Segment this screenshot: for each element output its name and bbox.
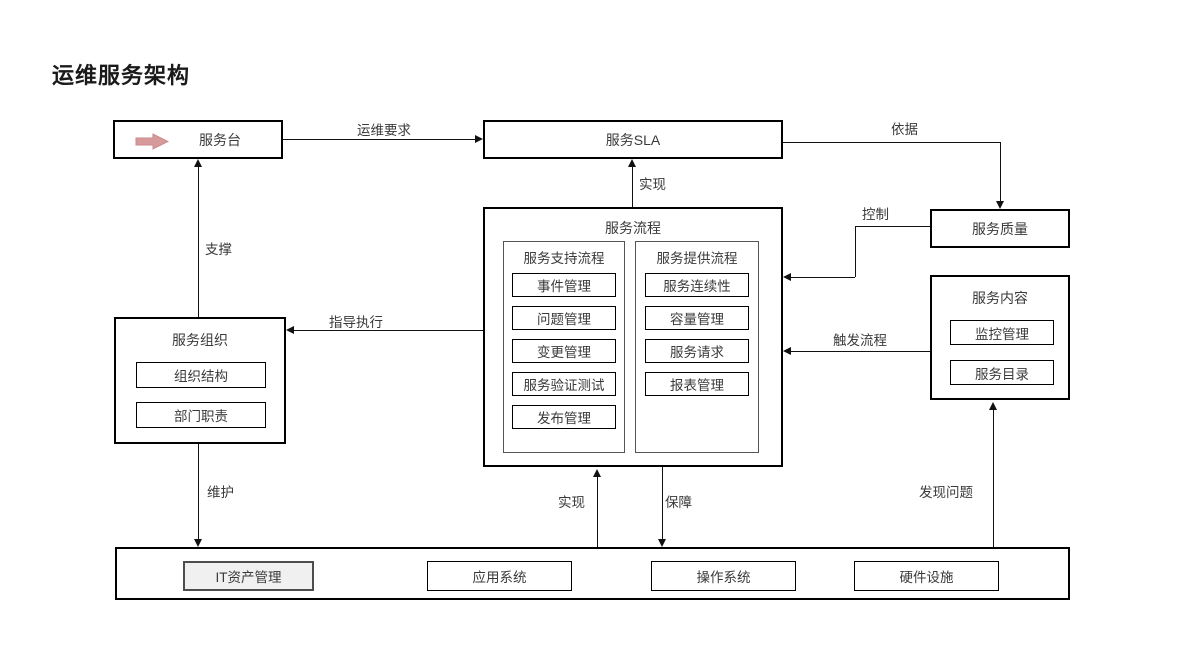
edge-label-desk-to-sla: 运维要求 [357, 123, 411, 138]
service-support-item-0[interactable]: 事件管理 [512, 273, 616, 297]
edge-sla-to-quality-vline [1000, 142, 1001, 201]
node-service-sla[interactable]: 服务SLA [483, 120, 783, 159]
page-title: 运维服务架构 [52, 63, 191, 88]
node-service-content[interactable]: 服务内容 监控管理 服务目录 [930, 275, 1070, 400]
edge-sla-to-quality-hline [783, 142, 1000, 143]
edge-process-to-infra-line [662, 467, 663, 539]
edge-process-to-sla-line [632, 167, 633, 207]
service-delivery-process-group: 服务提供流程 服务连续性 容量管理 服务请求 报表管理 [635, 241, 759, 453]
service-process-title: 服务流程 [605, 220, 661, 236]
edge-infra-to-content-arrowhead [988, 402, 997, 410]
service-support-item-3-label: 服务验证测试 [523, 378, 605, 393]
edge-process-to-sla-arrowhead [627, 159, 636, 167]
service-delivery-item-2-label: 服务请求 [670, 345, 724, 360]
edge-desk-to-sla-line [283, 139, 475, 140]
service-desk-label: 服务台 [199, 131, 241, 148]
service-content-item-1[interactable]: 服务目录 [950, 360, 1054, 385]
service-support-item-0-label: 事件管理 [537, 279, 591, 294]
service-support-item-2[interactable]: 变更管理 [512, 339, 616, 363]
service-content-item-0[interactable]: 监控管理 [950, 320, 1054, 345]
service-support-item-1-label: 问题管理 [537, 312, 591, 327]
edge-quality-to-process-vline [855, 226, 856, 277]
edge-label-org-to-infra: 维护 [207, 485, 234, 500]
node-service-process[interactable]: 服务流程 服务支持流程 事件管理 问题管理 变更管理 服务验证测试 发布管理 服… [483, 207, 783, 467]
service-content-title: 服务内容 [972, 290, 1028, 306]
service-organization-item-0[interactable]: 组织结构 [136, 362, 266, 388]
edge-sla-to-quality-arrowhead [995, 201, 1004, 209]
service-content-item-1-label: 服务目录 [975, 366, 1029, 382]
edge-process-to-org-line [294, 330, 483, 331]
edge-desk-to-sla-arrowhead [475, 134, 483, 143]
edge-infra-to-process-line [597, 477, 598, 547]
infrastructure-item-3[interactable]: 硬件设施 [854, 561, 999, 591]
service-support-item-4[interactable]: 发布管理 [512, 405, 616, 429]
service-support-process-title: 服务支持流程 [523, 251, 605, 266]
service-delivery-item-3[interactable]: 报表管理 [645, 372, 749, 396]
edge-quality-to-process-hline-1 [855, 226, 930, 227]
service-organization-item-1[interactable]: 部门职责 [136, 402, 266, 428]
service-delivery-item-2[interactable]: 服务请求 [645, 339, 749, 363]
edge-label-infra-to-content: 发现问题 [919, 485, 973, 500]
infrastructure-item-3-label: 硬件设施 [899, 570, 954, 585]
edge-process-to-org-arrowhead [286, 325, 294, 334]
service-delivery-item-0-label: 服务连续性 [663, 279, 731, 294]
edge-label-process-to-infra: 保障 [665, 495, 692, 510]
service-support-item-3[interactable]: 服务验证测试 [512, 372, 616, 396]
infrastructure-item-2[interactable]: 操作系统 [651, 561, 796, 591]
service-quality-label: 服务质量 [972, 220, 1028, 237]
edge-label-org-support-desk: 支撑 [205, 242, 232, 257]
service-support-item-1[interactable]: 问题管理 [512, 306, 616, 330]
edge-infra-to-process-arrowhead [592, 469, 601, 477]
edge-quality-to-process-arrowhead [783, 272, 791, 281]
infrastructure-item-0-label: IT资产管理 [215, 570, 282, 585]
edge-org-to-infra-line [198, 444, 199, 539]
edge-label-content-to-process: 触发流程 [833, 333, 887, 348]
service-support-item-4-label: 发布管理 [537, 411, 591, 426]
edge-content-to-process-line [791, 351, 930, 352]
infrastructure-item-0[interactable]: IT资产管理 [183, 561, 314, 591]
node-service-organization[interactable]: 服务组织 组织结构 部门职责 [114, 317, 286, 444]
service-delivery-item-0[interactable]: 服务连续性 [645, 273, 749, 297]
edge-label-quality-to-process: 控制 [862, 207, 889, 222]
node-infrastructure-bar: IT资产管理 应用系统 操作系统 硬件设施 [115, 547, 1070, 600]
service-organization-item-1-label: 部门职责 [174, 409, 228, 424]
edge-org-to-infra-arrowhead [193, 539, 202, 547]
edge-label-infra-to-process: 实现 [558, 495, 585, 510]
service-support-process-group: 服务支持流程 事件管理 问题管理 变更管理 服务验证测试 发布管理 [503, 241, 625, 453]
infrastructure-item-1-label: 应用系统 [472, 570, 527, 585]
service-delivery-item-1[interactable]: 容量管理 [645, 306, 749, 330]
edge-org-support-desk-arrowhead [193, 159, 202, 167]
service-organization-item-0-label: 组织结构 [174, 369, 228, 384]
service-support-item-2-label: 变更管理 [537, 345, 591, 360]
service-sla-label: 服务SLA [605, 131, 661, 148]
infrastructure-item-1[interactable]: 应用系统 [427, 561, 572, 591]
edge-content-to-process-arrowhead [783, 346, 791, 355]
service-organization-title: 服务组织 [172, 332, 228, 348]
node-service-quality[interactable]: 服务质量 [930, 209, 1070, 248]
edge-label-sla-to-quality: 依据 [891, 122, 918, 137]
edge-label-process-to-org: 指导执行 [329, 315, 383, 330]
edge-org-support-desk-line [198, 167, 199, 317]
edge-infra-to-content-line [993, 410, 994, 547]
edge-quality-to-process-hline-2 [791, 277, 855, 278]
infrastructure-item-2-label: 操作系统 [696, 570, 751, 585]
right-arrow-icon [135, 133, 169, 150]
service-delivery-item-1-label: 容量管理 [670, 312, 724, 327]
edge-label-process-to-sla: 实现 [639, 177, 666, 192]
edge-process-to-infra-arrowhead [657, 539, 666, 547]
node-service-desk[interactable]: 服务台 [113, 120, 283, 159]
service-delivery-process-title: 服务提供流程 [656, 251, 738, 266]
service-delivery-item-3-label: 报表管理 [670, 378, 724, 393]
service-content-item-0-label: 监控管理 [975, 326, 1029, 342]
